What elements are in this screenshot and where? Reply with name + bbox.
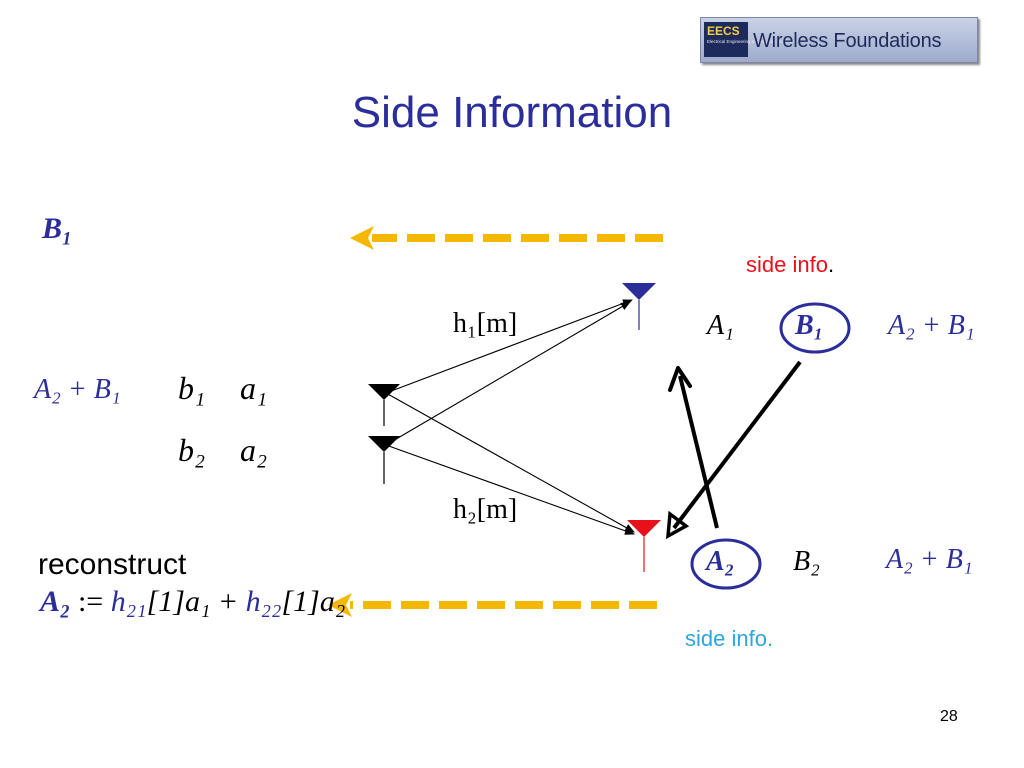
rx2-a2-label: A₂	[706, 546, 735, 577]
formula-h21: h₂₁	[110, 585, 147, 618]
reconstruct-formula: A₂ := h₂₁[1]a₁ + h₂₂[1]a₂	[40, 585, 345, 619]
rx1-side-info-text: side info	[746, 252, 828, 277]
rx1-sum-label: A₂ + B₁	[888, 310, 975, 341]
left-sum-label: A₂ + B₁	[34, 374, 121, 405]
rx1-antenna	[622, 283, 656, 330]
top-yellow-arrow	[350, 226, 663, 250]
tx-antenna-2	[368, 436, 400, 484]
channel-links	[385, 299, 635, 535]
tx-antenna-1	[368, 384, 400, 426]
formula-assign: :=	[77, 585, 104, 618]
row2-a2: a₂	[240, 432, 268, 468]
page-number: 28	[940, 708, 958, 725]
rx2-antenna	[627, 520, 661, 572]
rx2-b2-label: B₂	[793, 546, 820, 577]
slide-title: Side Information	[351, 88, 673, 137]
wireless-foundations-logo: EECS Electrical Engineering & Computer S…	[700, 17, 978, 63]
side-info-arrows	[665, 360, 802, 540]
formula-h22: h₂₂	[245, 585, 282, 618]
row1-b1: b₁	[178, 370, 206, 406]
formula-term1: [1]a₁ +	[146, 585, 239, 618]
logo-text: Wireless Foundations	[753, 30, 942, 52]
row2-b2: b₂	[178, 432, 206, 468]
left-b1-label: B₁	[42, 212, 73, 245]
b1-circle	[779, 302, 851, 354]
eecs-badge-text: EECS	[707, 24, 740, 38]
rx1-b1-label: B₁	[795, 310, 824, 341]
eecs-badge: EECS Electrical Engineering & Computer S…	[704, 22, 795, 57]
bottom-yellow-arrow	[328, 593, 657, 617]
rx2-sum-label: A₂ + B₁	[886, 544, 973, 575]
a2-circle	[690, 538, 762, 590]
row1-a1: a₁	[240, 370, 268, 406]
formula-lhs: A₂	[40, 585, 71, 618]
eecs-badge-subtitle: Electrical Engineering & Computer Scienc…	[707, 39, 796, 44]
reconstruct-label: reconstruct	[38, 548, 187, 581]
channel-h1-label: h₁[m]	[453, 308, 518, 339]
rx1-side-info-period: .	[827, 252, 835, 277]
rx1-side-info-label: side info.	[746, 252, 834, 278]
channel-h2-label: h₂[m]	[453, 494, 518, 525]
formula-term2: [1]a₂	[281, 585, 346, 618]
rx1-a1-label: A₁	[707, 310, 734, 341]
rx2-side-info-label: side info.	[685, 626, 774, 651]
